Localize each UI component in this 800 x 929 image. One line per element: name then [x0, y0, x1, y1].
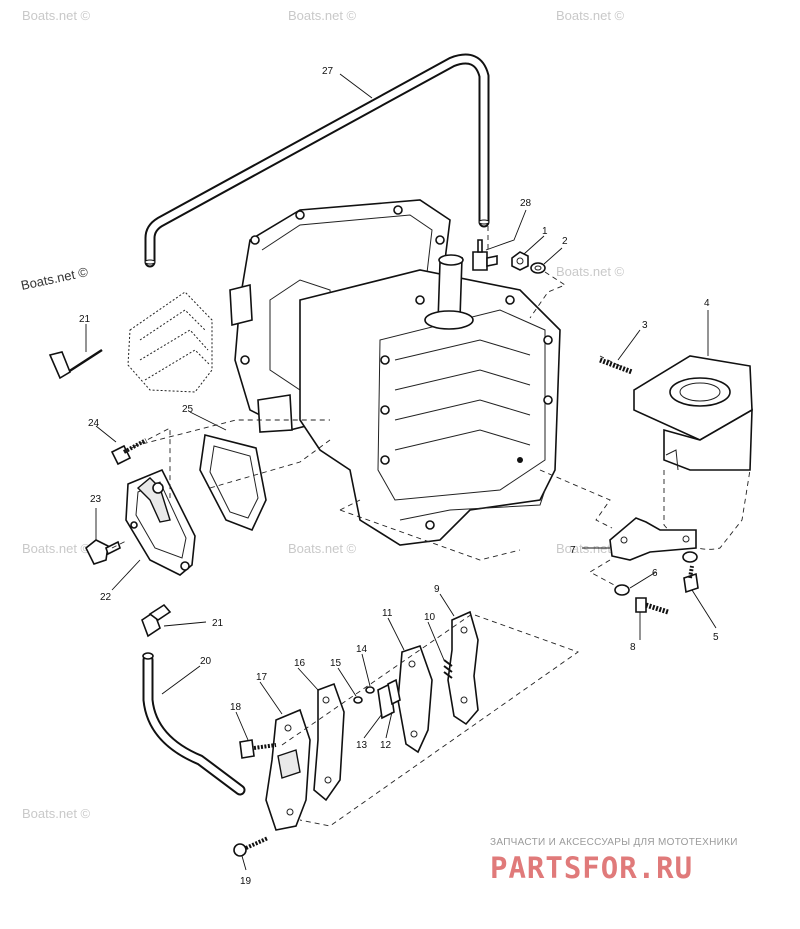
callout-10: 10: [424, 612, 436, 623]
washer-2: [530, 262, 546, 274]
watermark: Boats.net ©: [288, 541, 357, 556]
plate-16: [313, 682, 345, 802]
callout-25: 25: [182, 404, 194, 415]
bolt-5: [683, 565, 699, 594]
stud-3: [599, 357, 633, 375]
callout-24: 24: [88, 418, 100, 429]
callout-11: 11: [382, 608, 393, 619]
plate-17: [265, 708, 311, 831]
screw-19: [233, 836, 269, 857]
brand-footer: ЗАПЧАСТИ И АКСЕССУАРЫ ДЛЯ МОТОТЕХНИКИ PA…: [490, 837, 738, 885]
spring-10: [443, 659, 453, 679]
cover-22: [125, 468, 196, 576]
callout-6: 6: [652, 568, 658, 579]
plate-9: [447, 610, 479, 726]
callout-15: 15: [330, 658, 342, 669]
watermark: Boats.net ©: [288, 8, 357, 23]
watermark: Boats.net ©: [20, 264, 90, 293]
watermark: Boats.net ©: [556, 264, 625, 279]
screw-14-15: [353, 686, 375, 704]
callout-22: 22: [100, 592, 112, 603]
callout-8: 8: [630, 642, 636, 653]
brand-subtitle: ЗАПЧАСТИ И АКСЕССУАРЫ ДЛЯ МОТОТЕХНИКИ: [490, 837, 738, 848]
watermark: Boats.net ©: [556, 541, 625, 556]
fitting-21-upper: [48, 348, 103, 380]
fitting-28: [472, 239, 498, 271]
bracket-7: [609, 517, 697, 561]
leader-lines: [85, 73, 717, 871]
nut-1: [511, 251, 529, 271]
callout-2: 2: [562, 236, 568, 247]
callout-12: 12: [380, 740, 392, 751]
callout-7: 7: [570, 545, 576, 556]
brand-logo: PARTSFOR.RU: [490, 851, 693, 885]
fitting-23: [84, 539, 121, 565]
callout-16: 16: [294, 658, 306, 669]
plate-11: [397, 644, 433, 754]
callouts: 27 28 1 2 3 4 21 24 25 23 22 7 6 5 8 9 2…: [79, 66, 719, 887]
callout-1: 1: [542, 226, 548, 237]
callout-14: 14: [356, 644, 368, 655]
callout-4: 4: [704, 298, 710, 309]
callout-19: 19: [240, 876, 252, 887]
bolt-18: [239, 739, 277, 759]
watermark: Boats.net ©: [22, 541, 91, 556]
callout-27: 27: [322, 66, 334, 77]
watermark: Boats.net ©: [22, 8, 91, 23]
alignment-lines: [111, 226, 621, 827]
hose-20: [142, 652, 246, 796]
exhaust-housing-4: [633, 355, 753, 550]
cylinder-block: [229, 199, 561, 546]
callout-13: 13: [356, 740, 368, 751]
callout-18: 18: [230, 702, 242, 713]
gasket-25: [199, 434, 267, 532]
watermark: Boats.net ©: [556, 8, 625, 23]
reed-12-13: [377, 678, 401, 720]
callout-3: 3: [642, 320, 648, 331]
callout-9: 9: [434, 584, 440, 595]
watermark: Boats.net ©: [22, 806, 91, 821]
callout-23: 23: [90, 494, 102, 505]
callout-21b: 21: [212, 618, 224, 629]
callout-20: 20: [200, 656, 212, 667]
callout-28: 28: [520, 198, 532, 209]
callout-17: 17: [256, 672, 268, 683]
fitting-21-lower: [141, 603, 172, 638]
washer-6: [614, 551, 698, 596]
hose-27: [144, 53, 490, 268]
intake-outline: [127, 291, 213, 393]
callout-5: 5: [713, 632, 719, 643]
bolt-8: [635, 597, 669, 615]
callout-21: 21: [79, 314, 91, 325]
